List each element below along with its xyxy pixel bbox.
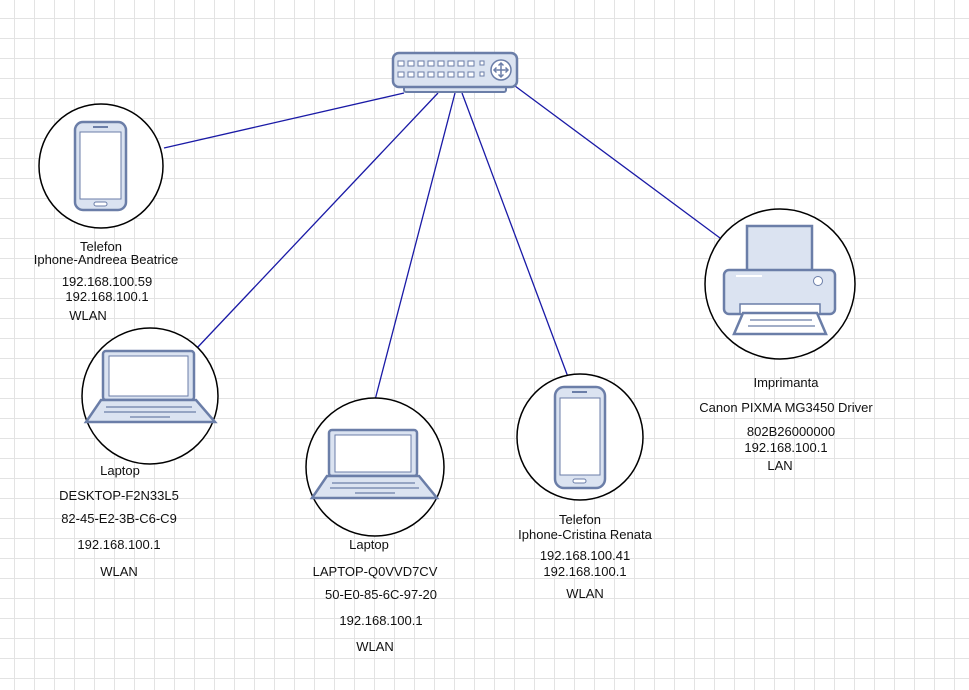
node-mac: 82-45-E2-3B-C6-C9 — [61, 511, 177, 526]
node-ip: 192.168.100.59 — [61, 274, 153, 289]
node-connection: WLAN — [356, 639, 394, 654]
node-name: Iphone-Andreea Beatrice — [33, 252, 179, 267]
node-gateway: 192.168.100.1 — [65, 289, 149, 304]
node-name: Canon PIXMA MG3450 Driver — [699, 400, 873, 415]
node-connection: WLAN — [566, 586, 604, 601]
node-connection: WLAN — [100, 564, 138, 579]
node-type-label: Laptop — [349, 537, 389, 552]
node-ip: 192.168.100.41 — [539, 548, 631, 563]
link-iphone-andreea — [163, 92, 405, 149]
node-type-label: Laptop — [100, 463, 140, 478]
laptop-icon — [83, 349, 218, 424]
node-connection: LAN — [767, 458, 793, 473]
node-mac: 802B26000000 — [746, 424, 836, 439]
node-type-label: Telefon — [559, 512, 601, 527]
node-type-label: Imprimanta — [753, 375, 819, 390]
smartphone-icon — [73, 120, 128, 212]
laptop-icon — [309, 428, 440, 500]
node-ip: 192.168.100.1 — [77, 537, 161, 552]
node-name: DESKTOP-F2N33L5 — [59, 488, 179, 503]
network-switch-icon[interactable] — [391, 51, 519, 93]
link-laptop-q0vvd7cv — [374, 92, 456, 401]
link-laptop-desktop — [196, 92, 439, 349]
node-connection: WLAN — [69, 308, 107, 323]
link-printer — [514, 85, 721, 239]
node-name: LAPTOP-Q0VVD7CV — [312, 564, 438, 579]
node-type-label: Telefon — [80, 239, 122, 254]
node-ip: 192.168.100.1 — [744, 440, 828, 455]
node-gateway: 192.168.100.1 — [543, 564, 627, 579]
printer-icon — [722, 224, 837, 336]
smartphone-icon — [553, 385, 607, 490]
connection-lines — [163, 85, 721, 401]
link-iphone-cristina — [461, 92, 569, 378]
node-name: Iphone-Cristina Renata — [518, 527, 652, 542]
node-mac: 50-E0-85-6C-97-20 — [324, 587, 438, 602]
node-circles — [38, 103, 856, 537]
node-ip: 192.168.100.1 — [339, 613, 423, 628]
